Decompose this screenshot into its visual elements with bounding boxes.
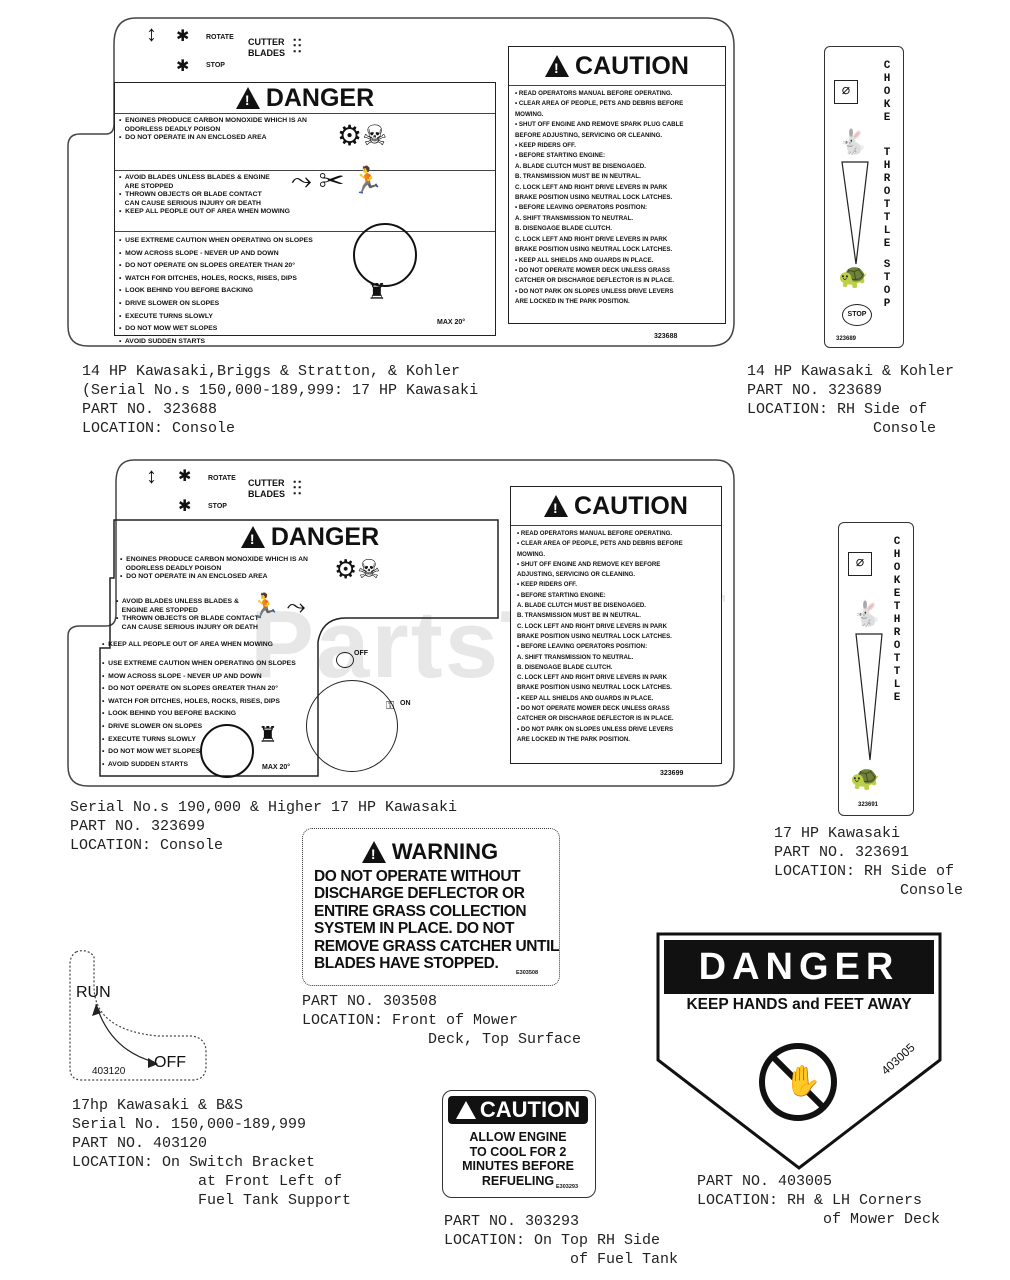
rabbit-icon: 🐇 [852, 601, 882, 628]
danger-section-slopes: • USE EXTREME CAUTION WHEN OPERATING ON … [102, 660, 296, 768]
danger-section-co: • ENGINES PRODUCE CARBON MONOXIDE WHICH … [115, 113, 495, 170]
part-number-e303293: E303293 [556, 1184, 579, 1190]
run-label: RUN [76, 984, 111, 1001]
rotate-label: ROTATE [208, 475, 236, 482]
danger-title: DANGER [698, 946, 900, 988]
warning-header: WARNING [310, 838, 550, 866]
engine-poison-icon: ⚙☠ [334, 554, 381, 584]
blade-rotate-icon: ✱ [178, 468, 192, 485]
caption-403120: 17hp Kawasaki & B&S Serial No. 150,000-1… [72, 1097, 352, 1209]
blades-icon: ⫶⫶ [292, 478, 302, 500]
caption-303293: PART NO. 303293 LOCATION: On Top RH Side… [444, 1213, 679, 1268]
caution-triangle-icon [544, 495, 569, 517]
decal-323691-outline [838, 522, 914, 816]
decal-323699-outline [67, 459, 735, 787]
caution-panel: CAUTION • READ OPERATORS MANUAL BEFORE O… [510, 486, 722, 764]
decal-403005-outline [656, 932, 942, 1170]
caution-triangle-icon [455, 1101, 476, 1119]
ignition-on-icon: ⚿ [386, 700, 395, 712]
caption-303508: PART NO. 303508 LOCATION: Front of Mower… [302, 993, 582, 1048]
engine-poison-icon: ⚙☠ [337, 120, 388, 151]
thrown-objects-icon: ⤳ ✂ 🏃 [291, 165, 384, 195]
danger-section-slopes: • USE EXTREME CAUTION WHEN OPERATING ON … [115, 231, 495, 351]
warning-triangle-icon [235, 87, 260, 109]
part-number-323691: 323691 [858, 802, 879, 808]
max-slope-label: MAX 20° [437, 319, 466, 326]
caution-header: CAUTION [448, 1096, 588, 1124]
throttle-wedge-icon [855, 633, 883, 761]
caution-panel: CAUTION • READ OPERATORS MANUAL BEFORE O… [508, 46, 726, 324]
caption-403005: PART NO. 403005 LOCATION: RH & LH Corner… [697, 1173, 941, 1228]
warning-triangle-icon [240, 526, 265, 548]
rotate-arrows-icon: ↕ [146, 21, 157, 46]
stop-label: STOP [206, 62, 225, 69]
blades-icon: ⫶⫶ [292, 36, 302, 58]
caution-header: CAUTION [511, 487, 721, 525]
part-number-323689: 323689 [836, 336, 857, 342]
stop-label: STOP [208, 503, 227, 510]
off-label: OFF [154, 1054, 186, 1071]
caution-header: CAUTION [509, 47, 725, 85]
danger-header: DANGER [115, 83, 495, 113]
blade-stop-icon: ✱ [178, 498, 192, 515]
ignition-switch-hole [306, 680, 398, 772]
max-slope-label: MAX 20° [262, 764, 291, 771]
danger-section-blades: • AVOID BLADES UNLESS BLADES & ENGINE AR… [115, 170, 495, 231]
decal-403120-outline [69, 950, 207, 1081]
part-number-323699: 323699 [660, 770, 684, 777]
danger-panel-outline [99, 519, 499, 777]
rotate-label: ROTATE [206, 34, 234, 41]
danger-header: DANGER [130, 522, 490, 552]
caption-323699: Serial No.s 190,000 & Higher 17 HP Kawas… [70, 799, 458, 854]
turtle-icon: 🐢 [838, 263, 868, 290]
no-slope-icon [353, 223, 417, 287]
part-number-323688: 323688 [654, 333, 678, 340]
thrown-objects-icon: 🏃 ⤳ [250, 593, 306, 620]
ignition-off-icon [336, 652, 354, 668]
danger-keep-people: • KEEP ALL PEOPLE OUT OF AREA WHEN MOWIN… [102, 641, 273, 648]
choke-icon: ⌀ [834, 80, 858, 104]
caption-323691: 17 HP Kawasaki PART NO. 323691 LOCATION:… [774, 825, 964, 899]
turtle-icon: 🐢 [850, 765, 880, 792]
blade-rotate-icon: ✱ [176, 28, 190, 45]
choke-icon: ⌀ [848, 552, 872, 576]
caption-323689: 14 HP Kawasaki & Kohler PART NO. 323689 … [747, 363, 955, 437]
caption-323688: 14 HP Kawasaki,Briggs & Stratton, & Kohl… [82, 363, 479, 437]
warning-triangle-icon [361, 841, 386, 863]
decal-303508-outline [302, 828, 560, 986]
danger-section-blades: • AVOID BLADES UNLESS BLADES & ENGINE AR… [116, 598, 259, 631]
caution-list: • READ OPERATORS MANUAL BEFORE OPERATING… [511, 525, 721, 748]
throttle-wedge-icon [841, 161, 869, 265]
caution-triangle-icon [545, 55, 570, 77]
mower-slope-icon: ♜ [367, 279, 387, 304]
part-number-e303508: E303508 [516, 970, 539, 976]
blade-stop-icon: ✱ [176, 58, 190, 75]
ignition-off-label: OFF [354, 650, 368, 657]
danger-section-co: • ENGINES PRODUCE CARBON MONOXIDE WHICH … [120, 556, 308, 581]
stop-icon: STOP [842, 304, 872, 326]
caution-list: • READ OPERATORS MANUAL BEFORE OPERATING… [509, 85, 725, 311]
part-number-403120: 403120 [92, 1066, 126, 1077]
mower-slope-icon: ♜ [258, 722, 278, 747]
rabbit-icon: 🐇 [838, 129, 868, 156]
danger-panel: DANGER • ENGINES PRODUCE CARBON MONOXIDE… [114, 82, 496, 345]
danger-subtitle: KEEP HANDS and FEET AWAY [686, 996, 912, 1013]
no-slope-icon [200, 724, 254, 778]
hand-icon: ✋ [784, 1065, 822, 1098]
rotate-arrows-icon: ↕ [146, 463, 157, 488]
ignition-on-label: ON [400, 700, 411, 707]
